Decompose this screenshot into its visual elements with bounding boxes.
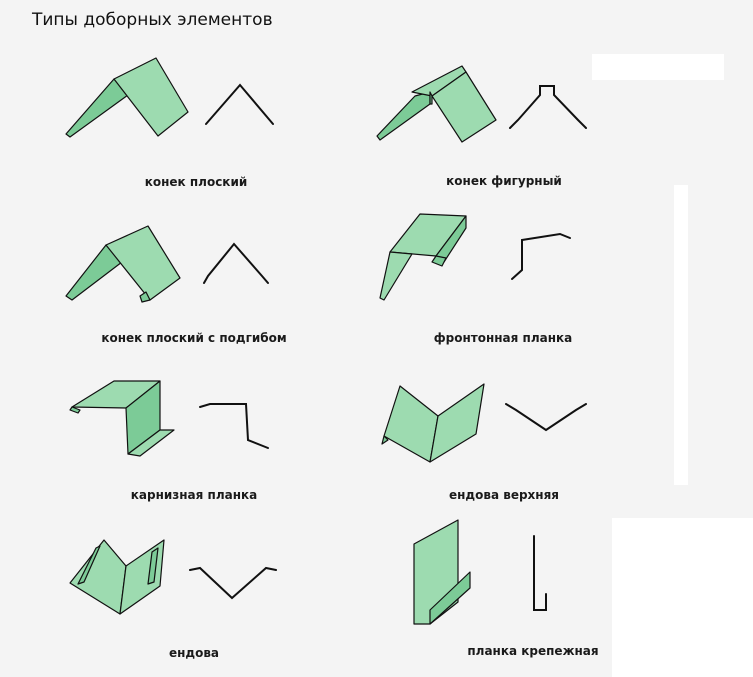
caption-shaped-ridge: конек фигурный <box>446 174 562 188</box>
background-patch-bottom <box>612 518 753 677</box>
caption-eaves-strip: карнизная планка <box>130 488 258 502</box>
background-patch-top <box>592 54 724 80</box>
caption-upper-valley: ендова верхняя <box>449 488 559 502</box>
caption-gable-strip: фронтонная планка <box>433 331 573 345</box>
page-title: Типы доборных элементов <box>32 10 273 30</box>
caption-mounting-strip: планка крепежная <box>467 644 599 658</box>
caption-flat-ridge: конек плоский <box>144 175 248 189</box>
background-patch-right <box>674 185 688 485</box>
caption-valley: ендова <box>168 646 220 660</box>
caption-flat-ridge-with-fold: конек плоский с подгибом <box>101 331 287 345</box>
